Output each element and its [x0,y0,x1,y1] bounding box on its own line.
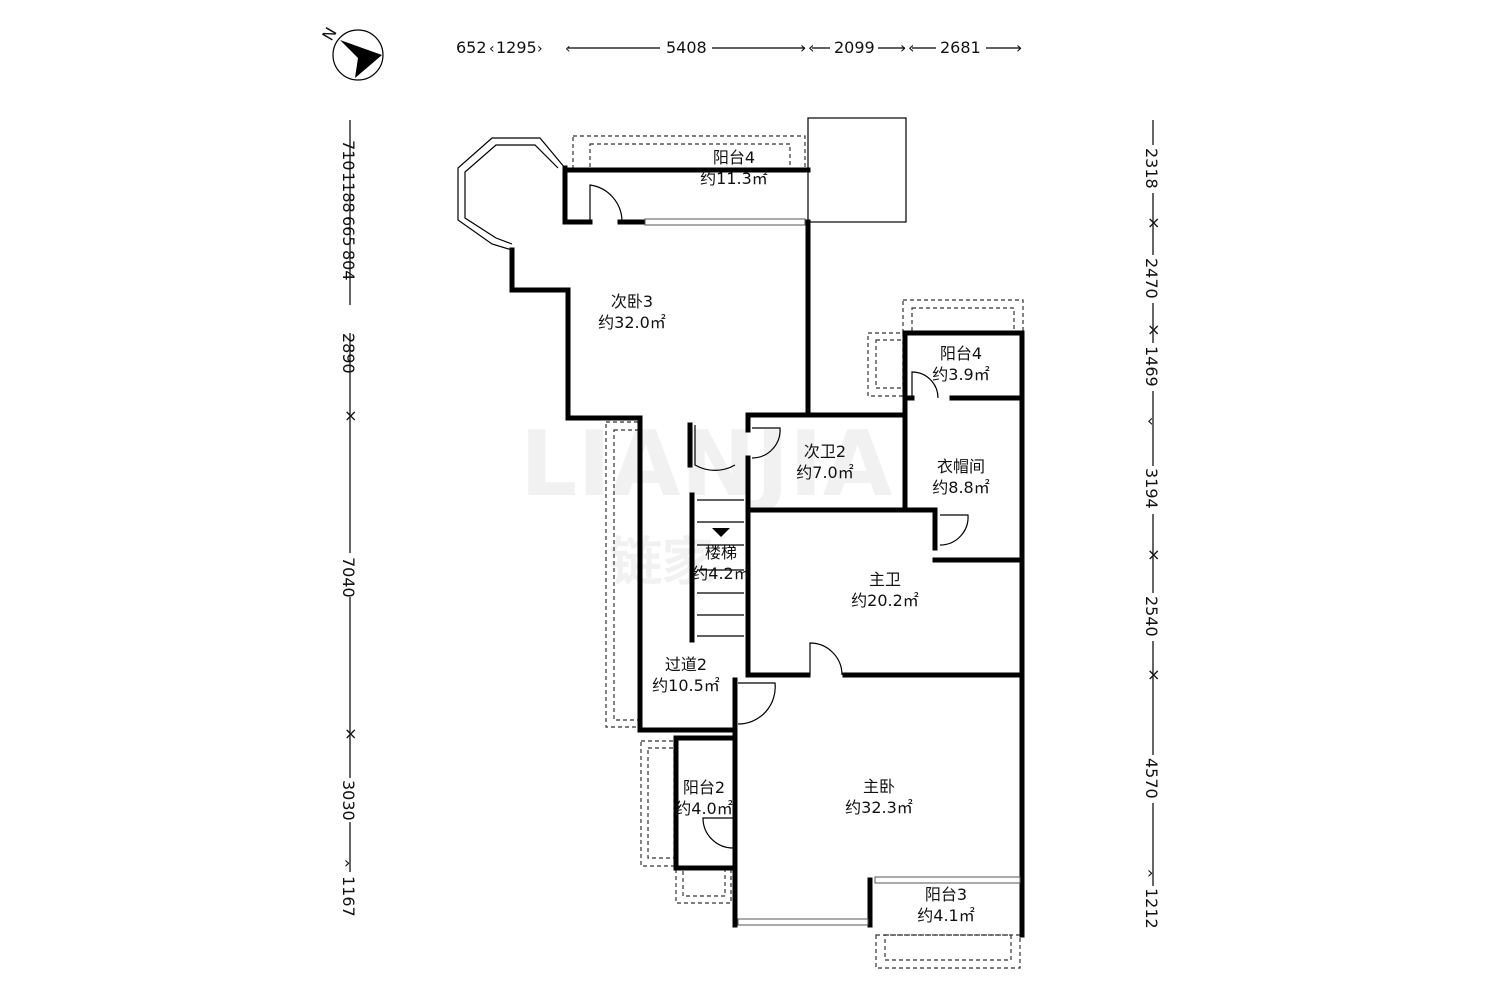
svg-text:‹: ‹ [808,38,814,57]
svg-text:‹: ‹ [908,38,914,57]
dim-right-5: 2540 [1142,596,1161,637]
dim-right-2: 2470 [1142,258,1161,299]
watermark-text: 链家 [610,533,714,593]
windows [644,218,1021,926]
room-balcony4-name: 阳台4 [713,148,755,167]
dim-left-2: 1188 [339,172,358,213]
doors [589,184,969,849]
room-wardrobe-area: 约8.8㎡ [932,478,989,497]
room-balcony4b-area: 约3.9㎡ [932,365,989,384]
dim-left-5: 2890 [339,333,358,374]
svg-text:›: › [537,41,543,57]
svg-text:×: × [344,724,357,743]
svg-text:‹: ‹ [1147,411,1153,430]
svg-text:›: › [800,38,806,57]
dim-left-1: 710 [339,140,358,171]
dim-top-4: 2099 [834,38,875,57]
dim-right-7: 1212 [1142,888,1161,929]
dim-top-5: 2681 [940,38,981,57]
bay-window [457,137,566,251]
room-masterbath-name: 主卫 [869,570,901,589]
room-masterbed-name: 主卧 [863,777,895,796]
room-corridor2-name: 过道2 [665,655,707,674]
svg-text:›: › [900,38,906,57]
room-bath2-area: 约7.0㎡ [796,463,853,482]
dim-left-6: 7040 [339,557,358,598]
staircase [697,499,744,637]
room-masterbath-area: 约20.2㎡ [851,591,919,610]
room-corridor2-area: 约10.5㎡ [652,676,720,695]
dim-left-8: 1167 [339,876,358,917]
dim-top-2: 1295 [496,38,537,57]
room-labels: 阳台4 约11.3㎡ 次卧3 约32.0㎡ 阳台4 约3.9㎡ 次卫2 约7.0… [598,148,990,925]
room-stairs-name: 楼梯 [705,543,737,562]
top-dimensions: 652 ‹ 1295 › ‹ 5408 2099 2681 › ‹ › ‹ › [456,38,1022,57]
room-balcony4-area: 约11.3㎡ [700,169,768,188]
dim-right-1: 2318 [1142,148,1161,189]
dim-left-3: 665 [339,216,358,247]
walls [509,165,1025,938]
dim-right-4: 3194 [1142,468,1161,509]
room-wardrobe-name: 衣帽间 [937,457,985,476]
room-bedroom3-name: 次卧3 [611,292,653,311]
room-bedroom3-area: 约32.0㎡ [598,313,666,332]
dim-right-3: 1469 [1142,346,1161,387]
svg-text:›: › [1147,863,1153,882]
svg-text:×: × [344,406,357,425]
compass-icon: N [318,24,384,81]
balcony-outlines [572,117,1024,969]
dim-top-1: 652 [456,38,487,57]
dim-left-4: 804 [339,250,358,281]
svg-text:×: × [1147,213,1160,232]
room-balcony2-area: 约4.0㎡ [675,799,732,818]
svg-text:‹: ‹ [489,41,495,57]
room-masterbed-area: 约32.3㎡ [845,798,913,817]
svg-text:×: × [1147,545,1160,564]
room-balcony4b-name: 阳台4 [940,344,982,363]
room-bath2-name: 次卫2 [804,442,846,461]
room-balcony3-name: 阳台3 [925,885,967,904]
svg-text:×: × [1147,320,1160,339]
dim-left-7: 3030 [339,780,358,821]
stair-direction-icon [712,528,730,537]
dim-right-6: 4570 [1142,758,1161,799]
room-stairs-area: 约4.2㎡ [692,564,749,583]
svg-text:›: › [344,853,350,872]
right-dimensions: 2318 2470 1469 3194 2540 4570 1212 × × ‹… [1142,120,1161,934]
svg-text:×: × [1147,665,1160,684]
svg-text:‹: ‹ [565,41,571,57]
room-balcony3-area: 约4.1㎡ [917,906,974,925]
dim-top-3: 5408 [666,38,707,57]
left-dimensions: 710 1188 665 804 2890 7040 3030 1167 × ×… [339,120,358,920]
room-balcony2-name: 阳台2 [683,778,725,797]
svg-text:›: › [1016,38,1022,57]
